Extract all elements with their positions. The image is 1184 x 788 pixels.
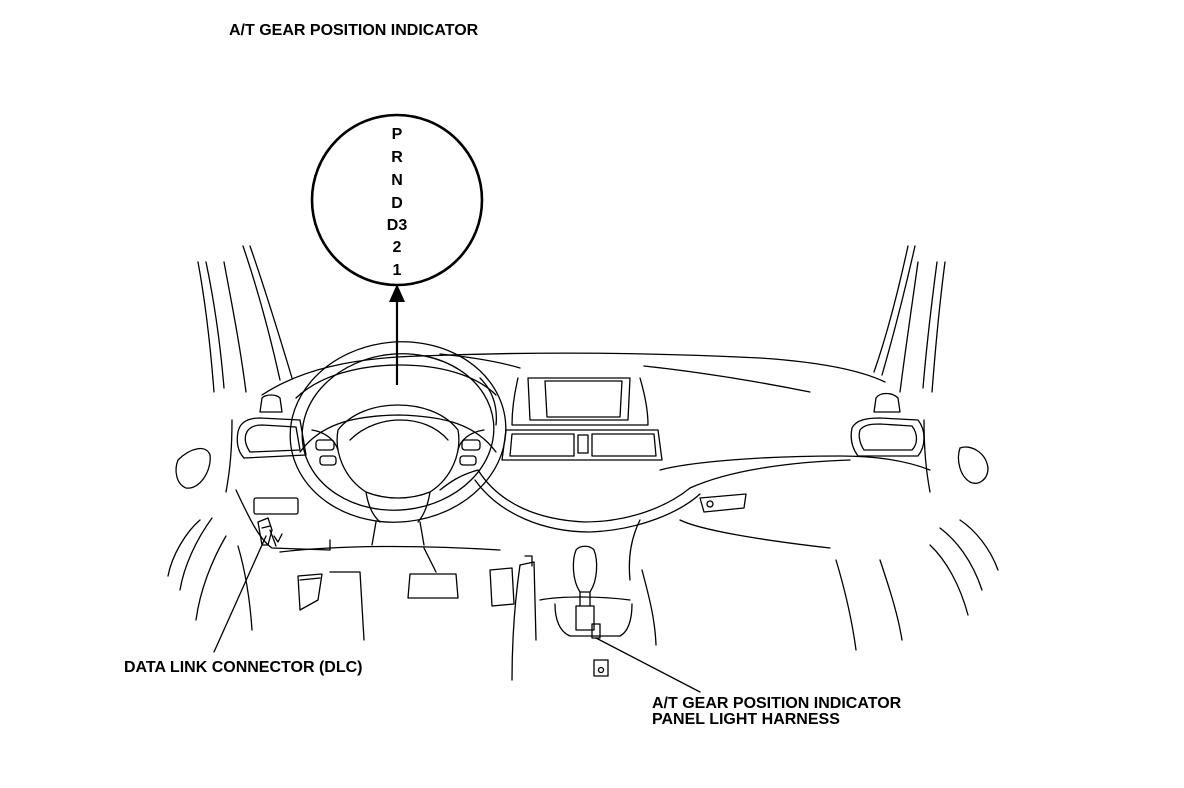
left-side-vent (175, 394, 307, 489)
dash-sweep (439, 455, 931, 533)
right-a-pillar (873, 245, 946, 393)
lower-left-panel (167, 489, 331, 621)
gear-indicator-callout: P R N D D3 2 1 (310, 113, 484, 385)
instrument-hood (295, 364, 498, 426)
steering-wheel (289, 341, 507, 546)
center-vents (501, 429, 663, 461)
diagram-title: A/T GEAR POSITION INDICATOR (229, 22, 479, 39)
harness-leader-line (595, 637, 701, 693)
door-panels (225, 419, 931, 631)
dlc-leader-line (213, 535, 267, 653)
gear-position-d: D (391, 195, 403, 212)
gear-position-p: P (392, 126, 403, 143)
callout-arrow-head (389, 284, 405, 302)
passenger-side (835, 519, 999, 651)
left-a-pillar (197, 245, 293, 393)
dlc-label: DATA LINK CONNECTOR (DLC) (124, 659, 363, 676)
vehicle-interior-lineart (167, 245, 999, 681)
center-display (511, 377, 649, 426)
center-console (511, 555, 657, 681)
gear-position-1: 1 (393, 262, 402, 279)
panel-light-harness (593, 659, 609, 677)
gear-position-n: N (391, 172, 403, 189)
harness-label-line1: A/T GEAR POSITION INDICATOR (652, 695, 902, 712)
gear-shifter (572, 545, 609, 677)
gear-position-2: 2 (393, 239, 402, 256)
glove-box (628, 493, 831, 581)
data-link-connector (257, 517, 283, 547)
dashboard-top (261, 352, 886, 396)
gear-position-d3: D3 (387, 217, 408, 234)
gear-position-r: R (391, 149, 403, 166)
harness-label-line2: PANEL LIGHT HARNESS (652, 711, 840, 728)
right-side-vent (850, 392, 989, 484)
footwell-pedals (279, 545, 515, 641)
